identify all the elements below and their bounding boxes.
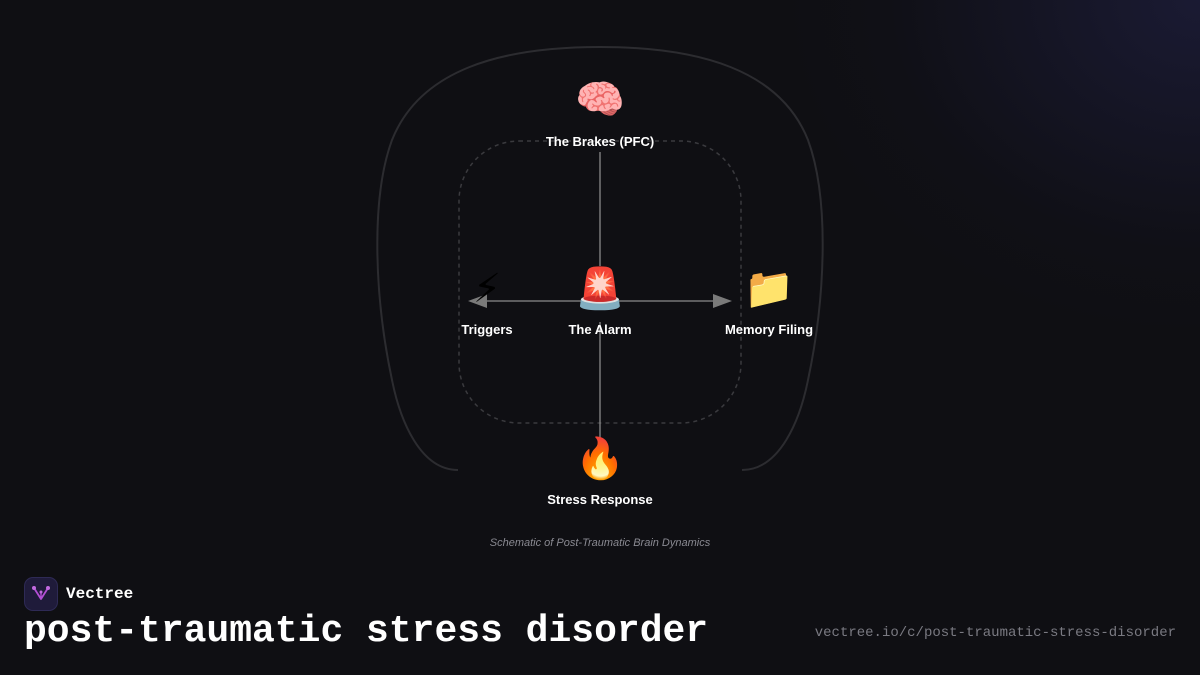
node-brakes[interactable]: 🧠 The Brakes (PFC) <box>546 77 654 149</box>
node-memory[interactable]: 📁 Memory Filing <box>725 266 813 337</box>
node-label-memory: Memory Filing <box>725 322 813 337</box>
node-alarm[interactable]: 🚨 The Alarm <box>568 265 631 337</box>
head-outline <box>376 45 824 471</box>
node-triggers[interactable]: ⚡ Triggers <box>461 266 512 337</box>
diagram-caption: Schematic of Post-Traumatic Brain Dynami… <box>490 537 711 549</box>
node-label-stress: Stress Response <box>547 492 653 507</box>
brand[interactable]: Vectree <box>24 577 133 611</box>
vectree-logo-icon <box>24 577 58 611</box>
node-label-brakes: The Brakes (PFC) <box>546 134 654 149</box>
node-label-alarm: The Alarm <box>568 322 631 337</box>
brain-icon: 🧠 <box>575 77 625 123</box>
brand-name: Vectree <box>66 585 134 603</box>
arrowhead-triggers <box>468 294 487 308</box>
node-stress[interactable]: 🔥 Stress Response <box>547 435 653 507</box>
siren-icon: 🚨 <box>575 265 625 312</box>
node-label-triggers: Triggers <box>461 322 512 337</box>
page-title: post-traumatic stress disorder <box>24 610 709 653</box>
folder-icon: 📁 <box>744 266 794 312</box>
fire-icon: 🔥 <box>575 435 625 482</box>
arrowhead-memory <box>713 294 732 308</box>
lightning-icon: ⚡ <box>473 266 501 312</box>
page-url[interactable]: vectree.io/c/post-traumatic-stress-disor… <box>814 625 1176 641</box>
